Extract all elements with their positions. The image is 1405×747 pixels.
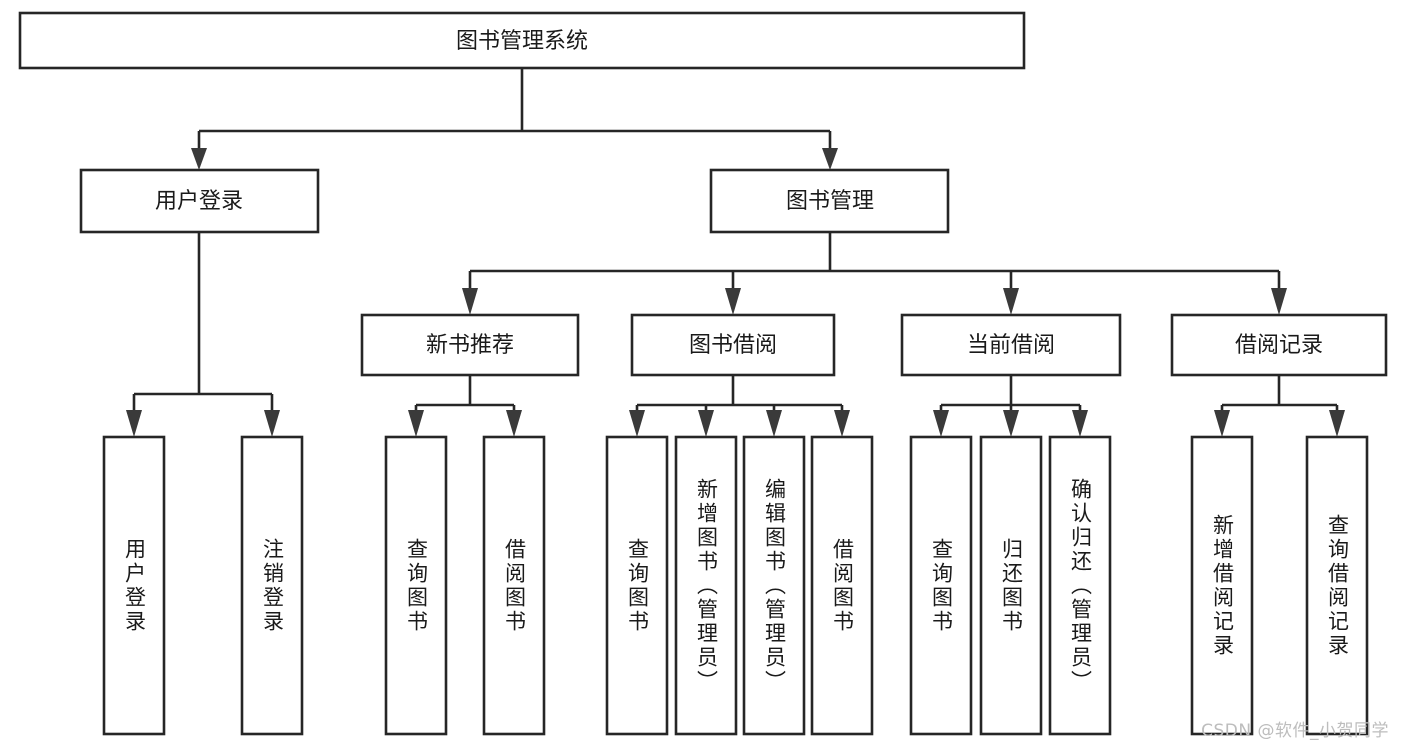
node-book-borrow[interactable] [630, 313, 836, 377]
arrowhead-leaf-borrow-book-1 [506, 410, 522, 437]
node-leaf-edit-book[interactable] [742, 435, 806, 736]
arrowhead-leaf-query-book-1 [408, 410, 424, 437]
node-new-book-rec-label: 新书推荐 [426, 333, 514, 358]
node-root[interactable] [18, 11, 1026, 70]
node-layer: 图书管理系统 用户登录 图书管理 新书推荐 图书借阅 当前借阅 借阅记录 [18, 11, 1388, 736]
node-current-borrow-label: 当前借阅 [967, 333, 1055, 358]
arrowhead-leaf-query-book-2 [629, 410, 645, 437]
arrowhead-borrow-record [1271, 288, 1287, 315]
arrowhead-leaf-add-book [698, 410, 714, 437]
node-leaf-query-book-2[interactable] [605, 435, 669, 736]
node-leaf-add-book[interactable] [674, 435, 738, 736]
node-current-borrow[interactable] [900, 313, 1122, 377]
arrowhead-new-book-rec [462, 288, 478, 315]
node-leaf-user-login[interactable] [102, 435, 166, 736]
arrowhead-user-login [191, 148, 207, 170]
arrowhead-leaf-logout [264, 410, 280, 437]
node-leaf-add-record[interactable] [1190, 435, 1254, 736]
node-leaf-return-book[interactable] [979, 435, 1043, 736]
node-user-login[interactable] [79, 168, 320, 234]
node-leaf-logout[interactable] [240, 435, 304, 736]
node-leaf-query-record[interactable] [1305, 435, 1369, 736]
node-new-book-rec[interactable] [360, 313, 580, 377]
arrowhead-leaf-return-book [1003, 410, 1019, 437]
node-book-manage[interactable] [709, 168, 950, 234]
node-user-login-label: 用户登录 [155, 189, 243, 214]
arrowhead-book-manage [822, 148, 838, 170]
connector-layer [126, 68, 1345, 437]
arrowhead-leaf-user-login [126, 410, 142, 437]
node-root-label: 图书管理系统 [456, 29, 588, 54]
node-borrow-record[interactable] [1170, 313, 1388, 377]
node-borrow-record-label: 借阅记录 [1235, 333, 1323, 358]
node-leaf-query-book-3[interactable] [909, 435, 973, 736]
arrowhead-leaf-add-record [1214, 410, 1230, 437]
arrowhead-book-borrow [725, 288, 741, 315]
arrowhead-leaf-query-book-3 [933, 410, 949, 437]
arrowhead-leaf-query-record [1329, 410, 1345, 437]
node-book-borrow-label: 图书借阅 [689, 333, 777, 358]
arrowhead-current-borrow [1003, 288, 1019, 315]
node-leaf-query-book-1[interactable] [384, 435, 448, 736]
arrowhead-leaf-borrow-book-2 [834, 410, 850, 437]
watermark-text: CSDN @软件_小贺同学 [1201, 721, 1389, 741]
arrowhead-leaf-confirm-return [1072, 410, 1088, 437]
node-leaf-borrow-book-1[interactable] [482, 435, 546, 736]
node-book-manage-label: 图书管理 [786, 189, 874, 214]
node-leaf-borrow-book-2[interactable] [810, 435, 874, 736]
node-leaf-confirm-return[interactable] [1048, 435, 1112, 736]
arrowhead-leaf-edit-book [766, 410, 782, 437]
